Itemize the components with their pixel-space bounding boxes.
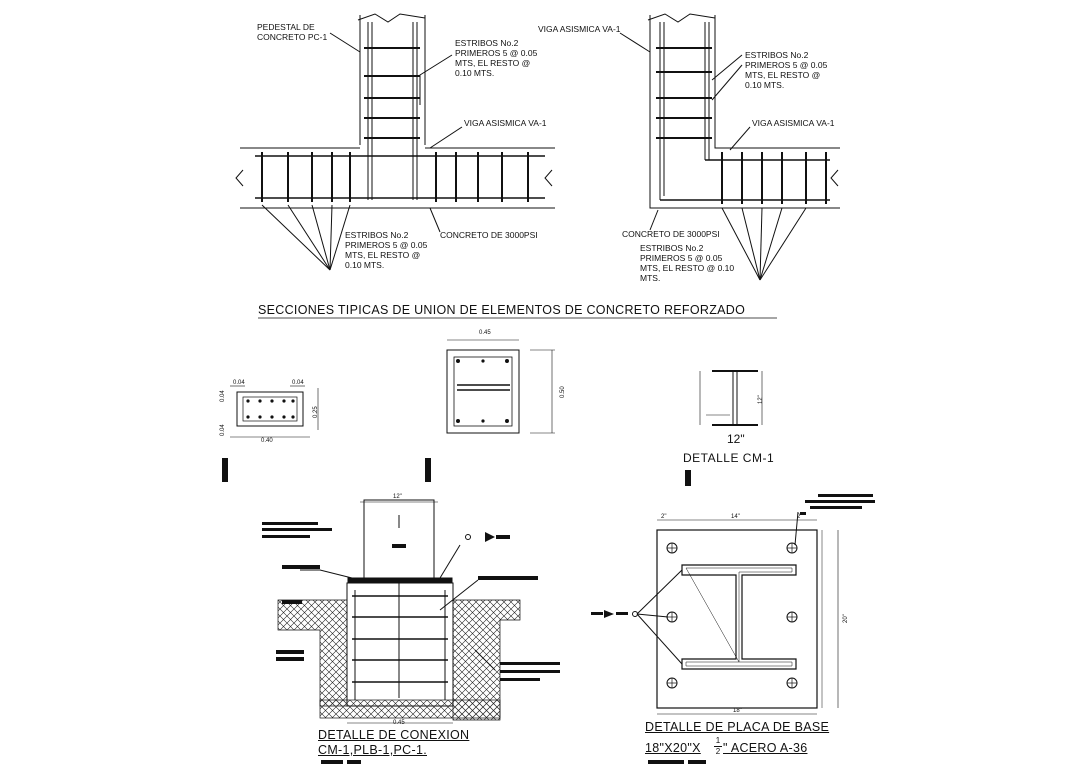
conexion-subtitle: CM-1,PLB-1,PC-1. xyxy=(318,743,427,757)
conexion-title: DETALLE DE CONEXION xyxy=(318,728,470,742)
cm1-dim-w: 12" xyxy=(727,432,745,446)
label-estribos-left-top: ESTRIBOS No.2 PRIMEROS 5 @ 0.05 MTS, EL … xyxy=(455,38,538,78)
small-dim-a: 0.04 xyxy=(233,380,245,386)
small-dim-h: 0.25 xyxy=(313,406,319,418)
placa-title: DETALLE DE PLACA DE BASE xyxy=(645,720,830,734)
conexion-detail xyxy=(277,499,521,724)
right-l-section xyxy=(619,13,840,281)
small-dim-b: 0.04 xyxy=(292,380,304,386)
left-t-section xyxy=(235,13,555,271)
cm1-dim-h: 12" xyxy=(758,395,764,404)
small-dim-d: 0.04 xyxy=(220,424,226,436)
column-section xyxy=(446,339,555,434)
placa-top-dim-1: 2" xyxy=(661,514,667,520)
label-pedestal: PEDESTAL DE CONCRETO PC-1 xyxy=(257,22,328,42)
label-concreto-right: CONCRETO DE 3000PSI xyxy=(622,229,720,239)
section-title: SECCIONES TIPICAS DE UNION DE ELEMENTOS … xyxy=(258,303,746,317)
conexion-bottom-dim: 0.45 xyxy=(393,720,405,726)
placa-top-dim-3: 2" xyxy=(797,514,803,520)
label-viga-left: VIGA ASISMICA VA-1 xyxy=(464,118,547,128)
placa-base xyxy=(632,511,839,715)
misc-tags xyxy=(222,458,691,486)
label-viga-right: VIGA ASISMICA VA-1 xyxy=(752,118,835,128)
small-dim-c: 0.04 xyxy=(220,390,226,402)
label-estribos-right-bottom: ESTRIBOS No.2 PRIMEROS 5 @ 0.05 MTS, EL … xyxy=(640,243,735,283)
label-viga-right-top: VIGA ASISMICA VA-1 xyxy=(538,24,621,34)
placa-frac-bar xyxy=(714,746,722,747)
label-estribos-right-top: ESTRIBOS No.2 PRIMEROS 5 @ 0.05 MTS, EL … xyxy=(745,50,828,90)
placa-right-dim: 20" xyxy=(843,614,849,623)
column-dim-h: 0.50 xyxy=(560,386,566,398)
label-concreto-left: CONCRETO DE 3000PSI xyxy=(440,230,538,240)
conexion-tags xyxy=(262,522,560,764)
small-section xyxy=(230,385,319,438)
placa-top-dim-2: 14" xyxy=(731,514,740,520)
conexion-top-dim: 12" xyxy=(393,494,402,500)
placa-spec-b: " ACERO A-36 xyxy=(723,741,808,755)
placa-frac-den: 2 xyxy=(715,747,721,756)
label-estribos-left-bottom: ESTRIBOS No.2 PRIMEROS 5 @ 0.05 MTS, EL … xyxy=(345,230,428,270)
cm1-ibeam xyxy=(699,370,763,426)
column-dim-w: 0.45 xyxy=(479,330,491,336)
placa-tags xyxy=(591,494,875,764)
placa-frac-num: 1 xyxy=(715,736,721,745)
cm1-title: DETALLE CM-1 xyxy=(683,451,775,465)
placa-spec-a: 18"X20"X xyxy=(645,741,701,755)
placa-bottom-dim: 18" xyxy=(733,708,742,714)
small-dim-w: 0.40 xyxy=(261,438,273,444)
